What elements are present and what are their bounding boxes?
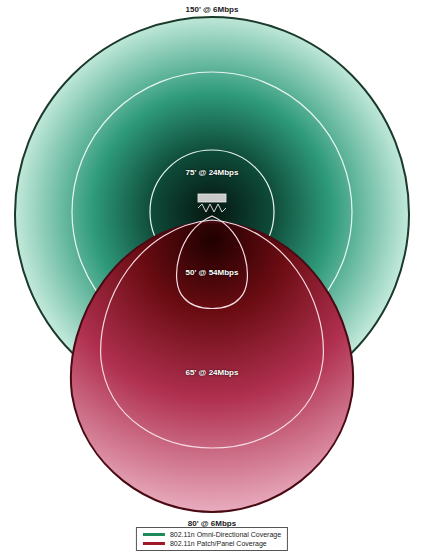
access-point xyxy=(198,194,226,202)
legend-row: 802.11n Patch/Panel Coverage xyxy=(143,539,281,548)
coverage-ring xyxy=(177,216,248,309)
legend-line-sample xyxy=(143,542,165,545)
range-label: 75' @ 24Mbps xyxy=(184,168,241,177)
legend-text: 802.11n Omni-Directional Coverage xyxy=(170,530,281,539)
range-label: 50' @ 54Mbps xyxy=(184,268,241,277)
antenna-symbol xyxy=(198,204,226,212)
legend-line-sample xyxy=(143,533,165,536)
legend: 802.11n Omni-Directional Coverage802.11n… xyxy=(136,527,288,551)
coverage-ring xyxy=(101,220,324,448)
range-label: 65' @ 24Mbps xyxy=(184,368,241,377)
range-label: 150' @ 6Mbps xyxy=(184,5,241,14)
legend-row: 802.11n Omni-Directional Coverage xyxy=(143,530,281,539)
legend-text: 802.11n Patch/Panel Coverage xyxy=(170,539,267,548)
patch-coverage-area xyxy=(71,222,353,512)
